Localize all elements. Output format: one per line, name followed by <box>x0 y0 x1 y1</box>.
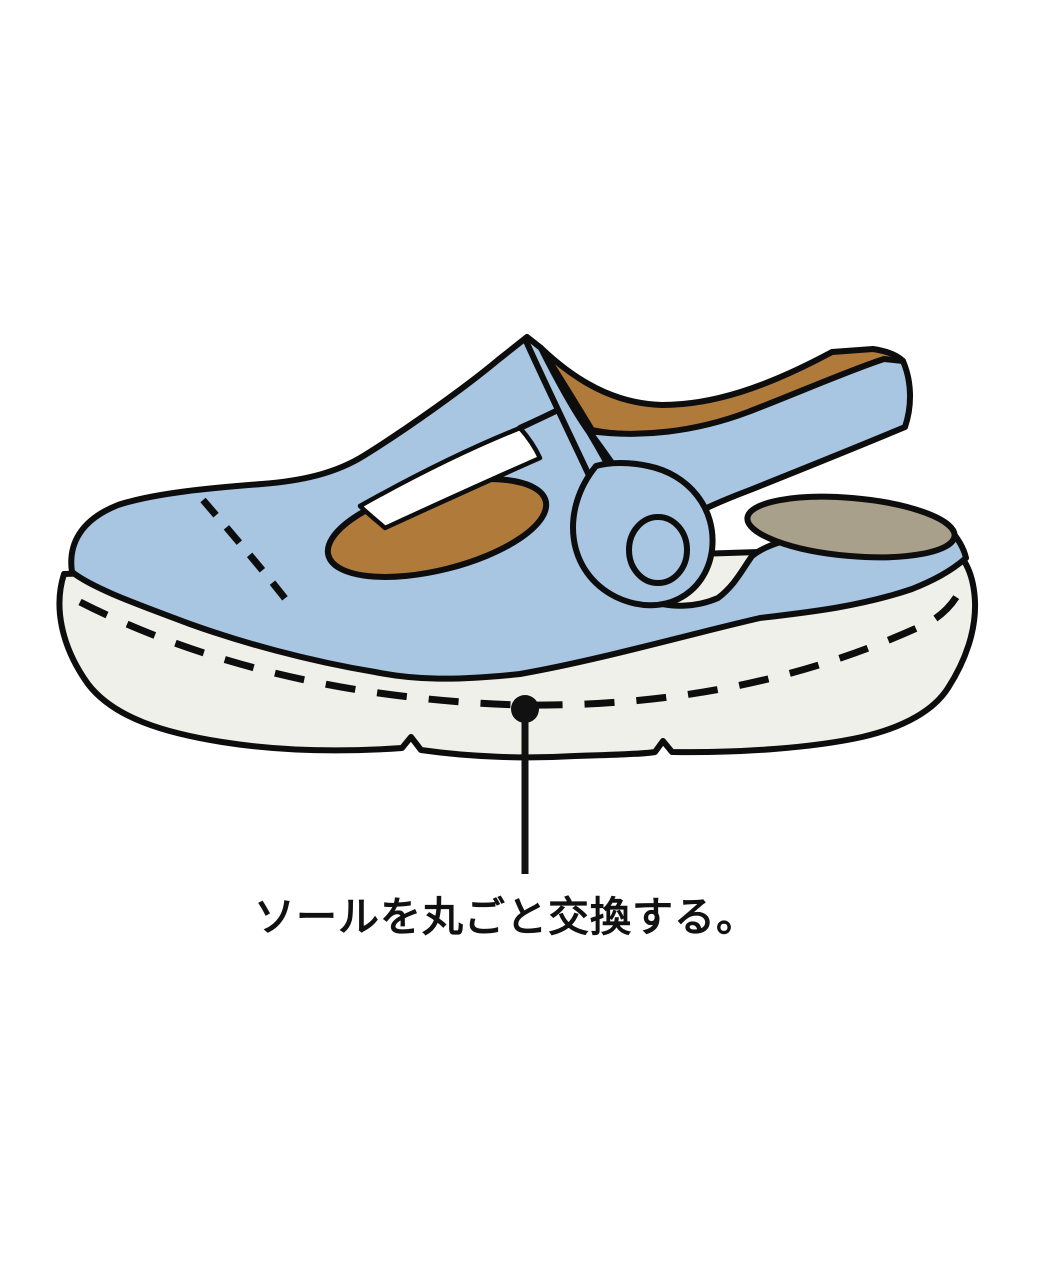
callout-dot <box>511 695 539 723</box>
sole-stitch-dashes <box>78 576 969 709</box>
snap-button <box>626 514 690 586</box>
caption-text: ソールを丸ごと交換する。 <box>254 893 758 941</box>
strap-gap <box>357 425 543 531</box>
collar-edge-line <box>517 407 561 431</box>
toe-cap-stitch-dashes <box>200 497 294 609</box>
heel-pad <box>744 493 958 561</box>
